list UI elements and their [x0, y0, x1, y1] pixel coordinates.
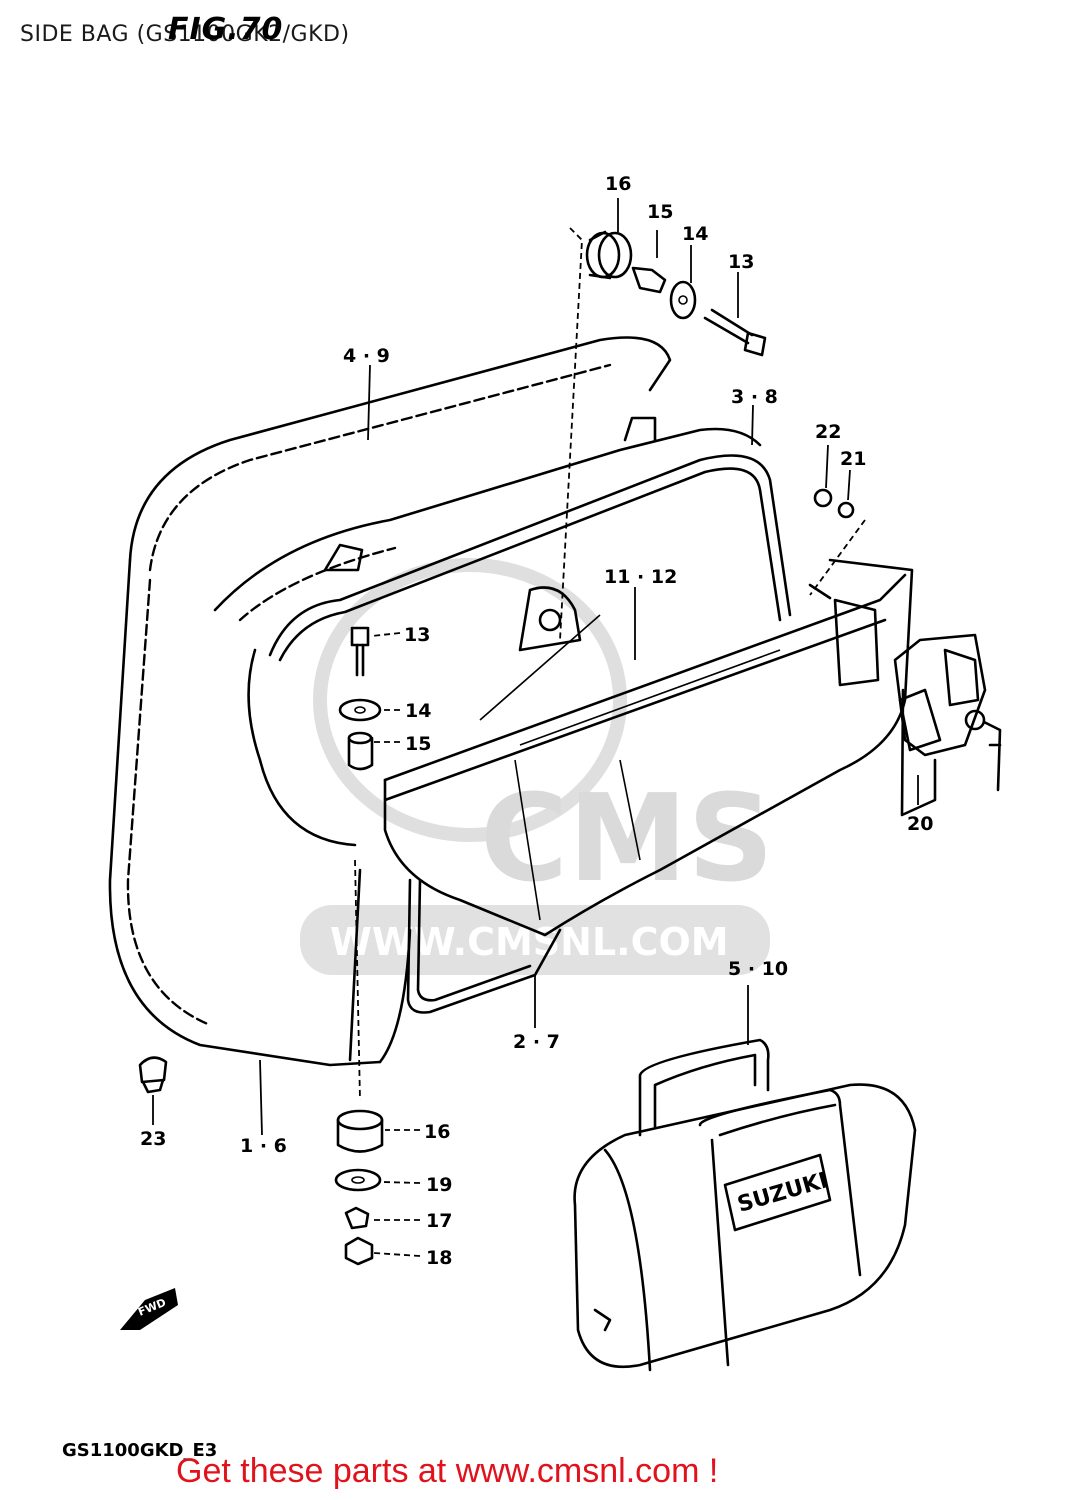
- inner-pocket-panel: [383, 558, 914, 937]
- mid-mounting-hardware: [338, 626, 382, 771]
- part-label-14b: 14: [405, 700, 431, 722]
- page-title: SIDE BAG (GS1100GK2/GKD): [20, 22, 350, 47]
- part-label-21: 21: [840, 448, 866, 470]
- figure-label: FIG.70: [168, 12, 284, 47]
- part-label-20: 20: [907, 813, 933, 835]
- part-label-1-6: 1 · 6: [240, 1135, 287, 1157]
- carry-bag: [573, 1038, 917, 1372]
- part-label-23: 23: [140, 1128, 166, 1150]
- fwd-arrow-icon: FWD: [120, 1288, 178, 1330]
- bottom-mounting-hardware: [334, 859, 384, 1266]
- part-label-5-10: 5 · 10: [728, 958, 788, 980]
- part-label-13b: 13: [404, 624, 430, 646]
- part-label-3-8: 3 · 8: [731, 386, 778, 408]
- part-labels: 16 15 14 13 4 · 9 3 · 8 22 21 11 · 12 13…: [140, 173, 933, 1269]
- top-mounting-hardware: [559, 227, 767, 641]
- side-bag-lid-opening: [247, 454, 792, 1014]
- part-label-2-7: 2 · 7: [513, 1031, 560, 1053]
- part-label-22: 22: [815, 421, 841, 443]
- part-label-15b: 15: [405, 733, 431, 755]
- parts-shop-link[interactable]: Get these parts at www.cmsnl.com !: [176, 1452, 719, 1490]
- lock-assembly: [893, 633, 1002, 817]
- watermark-url: WWW.CMSNL.COM: [330, 920, 729, 964]
- part-label-4-9: 4 · 9: [343, 345, 390, 367]
- part-label-14: 14: [682, 223, 708, 245]
- part-label-13: 13: [728, 251, 754, 273]
- bag-brand-text: SUZUKI: [735, 1168, 831, 1218]
- model-code: GS1100GKD_E3: [62, 1440, 218, 1461]
- part-label-16: 16: [605, 173, 631, 195]
- screw-parts-21-22: [809, 488, 866, 596]
- part-label-19: 19: [426, 1174, 452, 1196]
- part-label-15: 15: [647, 201, 673, 223]
- part-label-11-12: 11 · 12: [604, 566, 677, 588]
- part-label-17: 17: [426, 1210, 452, 1232]
- cap-part-23: [138, 1056, 168, 1094]
- part-label-18: 18: [426, 1247, 452, 1269]
- leader-lines: [152, 198, 919, 1257]
- part-label-16b: 16: [424, 1121, 450, 1143]
- watermark: CMS WWW.CMSNL.COM: [300, 558, 774, 975]
